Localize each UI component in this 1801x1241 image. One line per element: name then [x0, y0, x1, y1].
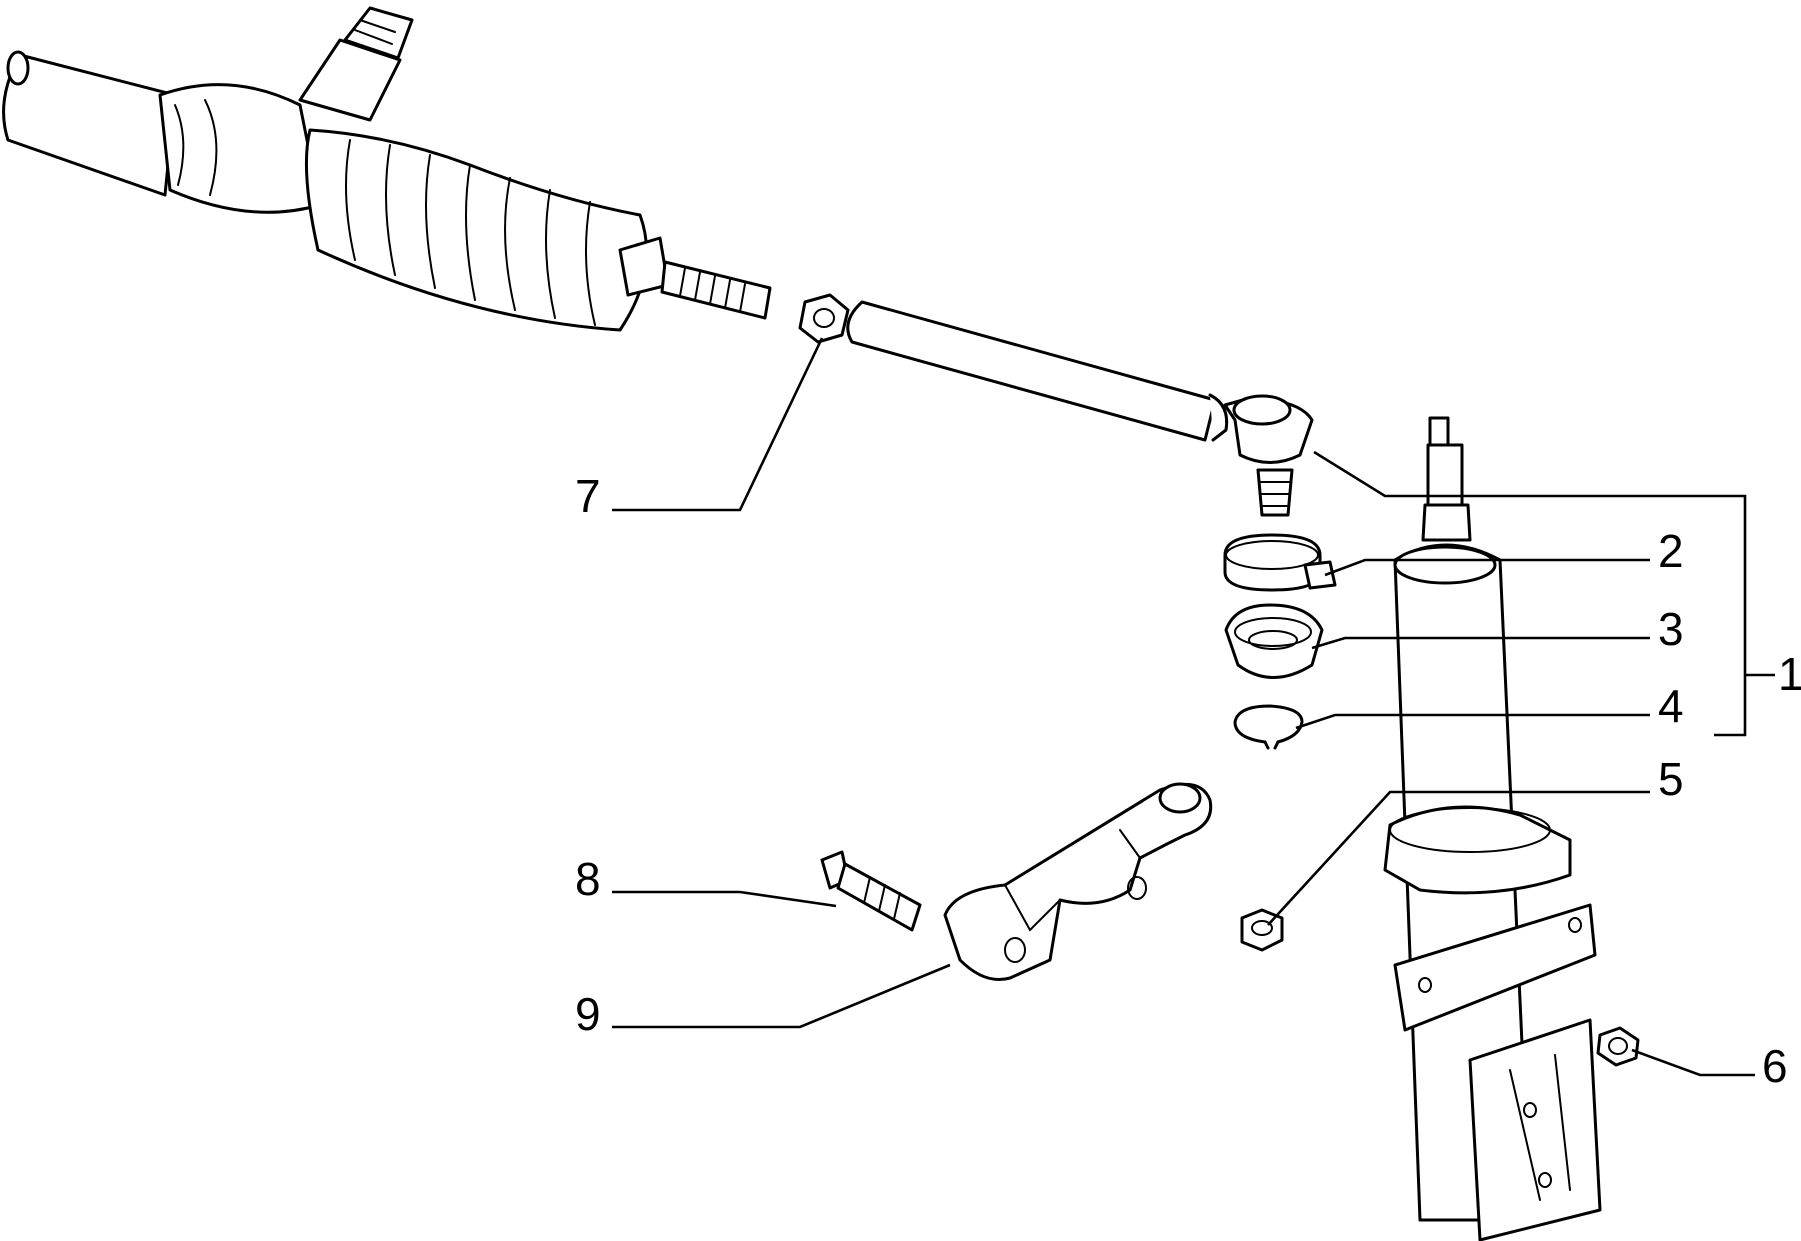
callout-4: 4 [1658, 680, 1684, 732]
leader-9 [612, 963, 951, 1029]
steering-rack [2, 6, 772, 332]
callout-7: 7 [575, 470, 601, 522]
callout-1: 1 [1778, 648, 1801, 700]
callout-labels: 1 2 3 4 5 6 7 8 9 [575, 470, 1801, 1092]
callout-2: 2 [1658, 525, 1684, 577]
callout-6: 6 [1762, 1040, 1788, 1092]
bolt [820, 850, 922, 932]
lock-nut [798, 293, 850, 344]
leader-5 [1267, 790, 1650, 926]
steering-arm [943, 782, 1213, 981]
tie-rod [846, 300, 1229, 442]
leader-7 [612, 337, 824, 512]
leader-1-joint [1313, 450, 1714, 498]
leader-8 [612, 890, 837, 908]
leader-1-bracket [1714, 494, 1747, 737]
callout-8: 8 [575, 853, 601, 905]
shock-absorber [1383, 416, 1602, 1241]
dust-boot [1224, 603, 1324, 679]
leader-lines [612, 337, 1775, 1077]
circlip [1233, 704, 1304, 750]
clamp-ring [1223, 533, 1337, 592]
leader-4 [1295, 713, 1650, 730]
leader-2 [1324, 558, 1650, 577]
leader-6 [1631, 1048, 1755, 1077]
callout-3: 3 [1658, 603, 1684, 655]
leader-3 [1311, 636, 1650, 650]
callout-5: 5 [1658, 753, 1684, 805]
nut-small [1596, 1026, 1640, 1067]
ball-joint [1223, 394, 1314, 517]
callout-9: 9 [575, 988, 601, 1040]
